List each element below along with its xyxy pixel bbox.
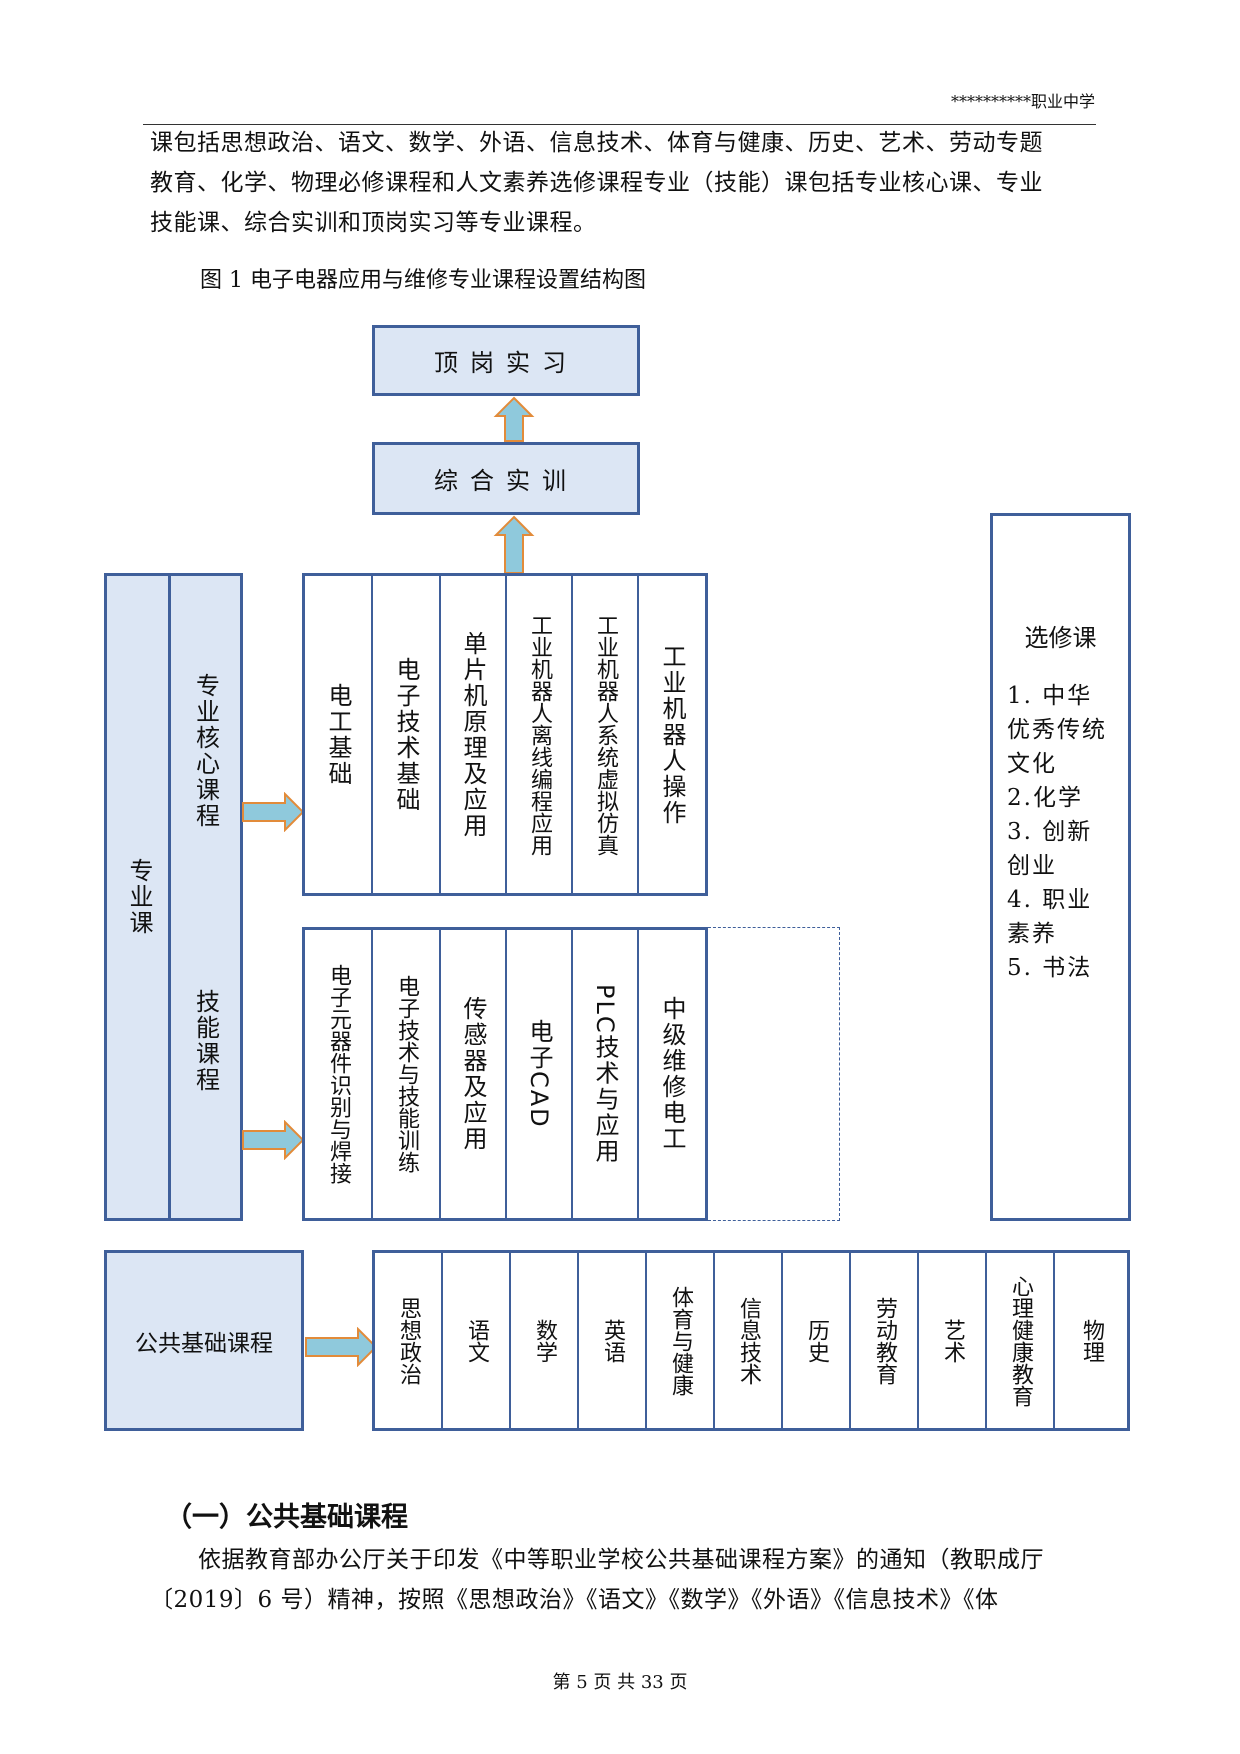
core-course-cell: 电工基础	[305, 576, 373, 893]
professional-course-label: 专业课	[125, 858, 153, 936]
intro-line: 技能课、综合实训和顶岗实习等专业课程。	[150, 210, 597, 236]
skill-course-name: 电子元器件识别与焊接	[326, 964, 351, 1184]
public-course-cell: 英语	[579, 1253, 647, 1428]
public-course-name: 物理	[1079, 1318, 1104, 1363]
public-course-box: 公共基础课程	[104, 1250, 304, 1431]
empty-dotted-cell	[708, 927, 840, 1221]
practical-training-label: 综合实训	[434, 467, 578, 495]
public-course-cell: 数学	[511, 1253, 579, 1428]
skill-course-name: 电子CAD	[525, 1019, 553, 1129]
body-line: 依据教育部办公厅关于印发《中等职业学校公共基础课程方案》的通知（教职成厅	[198, 1547, 1044, 1573]
elective-title: 选修课	[1024, 624, 1097, 652]
elective-item: 1. 中华优秀传统文化	[1007, 683, 1107, 777]
elective-item: 2.化学	[1007, 785, 1083, 811]
public-course-name: 信息技术	[736, 1296, 761, 1385]
body-line: 〔2019〕6 号）精神，按照《思想政治》《语文》《数学》《外语》《信息技术》《…	[150, 1587, 999, 1613]
professional-course-box: 专业课	[104, 573, 174, 1221]
up-arrow-icon	[493, 396, 535, 442]
public-course-cell: 历史	[783, 1253, 851, 1428]
core-course-cell: 工业机器人离线编程应用	[507, 576, 573, 893]
intro-line: 课包括思想政治、语文、数学、外语、信息技术、体育与健康、历史、艺术、劳动专题	[150, 130, 1043, 156]
internship-label: 顶岗实习	[434, 349, 578, 377]
public-course-cell: 信息技术	[715, 1253, 783, 1428]
body-paragraph: 依据教育部办公厅关于印发《中等职业学校公共基础课程方案》的通知（教职成厅 〔20…	[150, 1540, 1095, 1620]
core-course-name: 工业机器人操作	[658, 643, 686, 826]
right-arrow-icon	[305, 1327, 378, 1367]
header-school-name: **********职业中学	[950, 92, 1095, 111]
practical-training-box: 综合实训	[372, 442, 640, 515]
skill-course-label: 技能课程	[191, 989, 220, 1093]
public-course-name: 语文	[464, 1318, 489, 1363]
skill-course-cell: 电子元器件识别与焊接	[305, 930, 373, 1218]
public-course-cell: 思想政治	[375, 1253, 443, 1428]
public-course-name: 英语	[600, 1318, 625, 1363]
elective-course-box: 选修课 1. 中华优秀传统文化 2.化学 3. 创新创业 4. 职业素养 5. …	[990, 513, 1131, 1221]
public-course-name: 艺术	[940, 1318, 965, 1363]
elective-item: 4. 职业素养	[1007, 887, 1093, 947]
right-arrow-icon	[242, 1120, 305, 1160]
public-course-name: 数学	[532, 1318, 557, 1363]
section-title: （一）公共基础课程	[165, 1502, 408, 1533]
skill-course-name: 中级维修电工	[658, 996, 686, 1152]
right-arrow-icon	[242, 792, 305, 832]
public-course-label: 公共基础课程	[135, 1330, 273, 1357]
header-divider	[143, 124, 1096, 125]
public-course-cell: 语文	[443, 1253, 511, 1428]
public-course-name: 心理健康教育	[1008, 1274, 1033, 1407]
skill-course-name: 传感器及应用	[459, 996, 487, 1152]
core-course-name: 电工基础	[324, 682, 352, 787]
elective-item: 3. 创新创业	[1007, 819, 1093, 879]
public-course-cell: 心理健康教育	[987, 1253, 1055, 1428]
intro-paragraph: 课包括思想政治、语文、数学、外语、信息技术、体育与健康、历史、艺术、劳动专题 教…	[150, 123, 1095, 243]
internship-box: 顶岗实习	[372, 325, 640, 396]
core-course-cell: 工业机器人操作	[639, 576, 705, 893]
public-course-cell: 劳动教育	[851, 1253, 919, 1428]
elective-item: 5. 书法	[1007, 955, 1093, 981]
core-courses-row: 电工基础 电子技术基础 单片机原理及应用 工业机器人离线编程应用 工业机器人系统…	[302, 573, 708, 896]
public-courses-row: 思想政治 语文 数学 英语 体育与健康 信息技术 历史 劳动教育 艺术 心理健康…	[372, 1250, 1130, 1431]
skill-course-name: PLC技术与应用	[591, 983, 619, 1165]
skill-course-cell: 中级维修电工	[639, 930, 705, 1218]
skill-course-name: 电子技术与技能训练	[394, 975, 419, 1173]
core-course-label: 专业核心课程	[191, 673, 220, 829]
core-course-cell: 电子技术基础	[373, 576, 441, 893]
core-course-cell: 单片机原理及应用	[441, 576, 507, 893]
skill-courses-row: 电子元器件识别与焊接 电子技术与技能训练 传感器及应用 电子CAD PLC技术与…	[302, 927, 708, 1221]
skill-course-cell: PLC技术与应用	[573, 930, 639, 1218]
public-course-cell: 物理	[1055, 1253, 1127, 1428]
core-course-name: 电子技术基础	[392, 656, 420, 813]
skill-course-cell: 电子技术与技能训练	[373, 930, 441, 1218]
public-course-name: 劳动教育	[872, 1296, 897, 1385]
skill-course-cell: 电子CAD	[507, 930, 573, 1218]
core-course-name: 工业机器人离线编程应用	[527, 613, 552, 856]
page-number: 第 5 页 共 33 页	[552, 1672, 688, 1693]
skill-course-cell: 传感器及应用	[441, 930, 507, 1218]
public-course-cell: 艺术	[919, 1253, 987, 1428]
core-course-cell: 工业机器人系统虚拟仿真	[573, 576, 639, 893]
core-course-name: 工业机器人系统虚拟仿真	[593, 613, 618, 856]
intro-line: 教育、化学、物理必修课程和人文素养选修课程专业（技能）课包括专业核心课、专业	[150, 170, 1043, 196]
up-arrow-icon	[493, 515, 535, 574]
core-skill-label-box: 专业核心课程 技能课程	[168, 573, 243, 1221]
public-course-name: 思想政治	[396, 1296, 421, 1385]
core-course-name: 单片机原理及应用	[459, 630, 487, 839]
public-course-name: 体育与健康	[668, 1285, 693, 1396]
public-course-name: 历史	[804, 1318, 829, 1363]
public-course-cell: 体育与健康	[647, 1253, 715, 1428]
figure-caption: 图 1 电子电器应用与维修专业课程设置结构图	[200, 268, 646, 293]
